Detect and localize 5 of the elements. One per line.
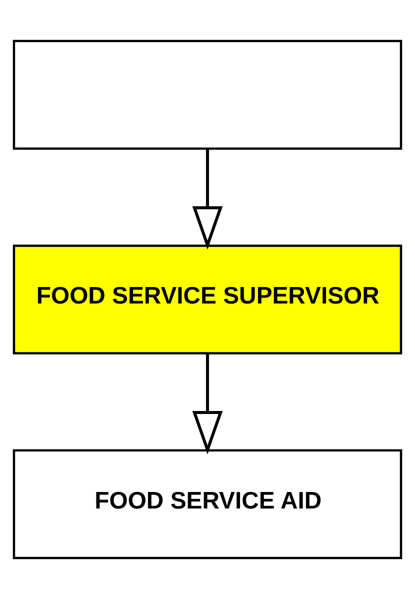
arrow <box>192 353 223 454</box>
node-box <box>12 40 402 150</box>
arrow <box>192 148 223 250</box>
node-box: FOOD SERVICE AID <box>12 449 402 560</box>
node-box: FOOD SERVICE SUPERVISOR <box>12 244 402 354</box>
